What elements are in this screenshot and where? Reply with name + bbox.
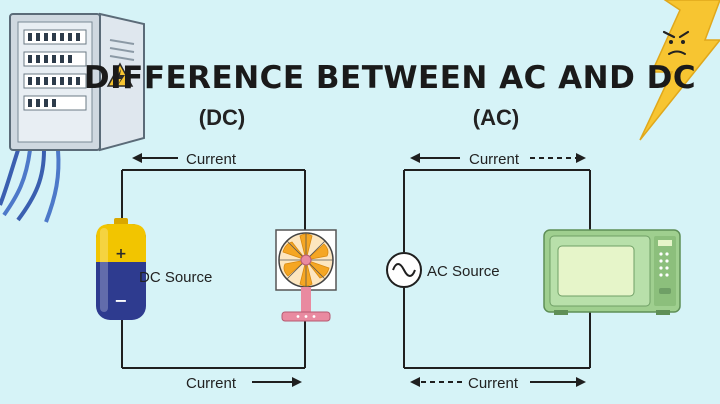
high-voltage-warning-icon — [106, 62, 134, 87]
dc-circuit — [121, 169, 306, 369]
battery-plus-sign: + — [115, 246, 127, 262]
ac-current-bottom-label: Current — [468, 375, 519, 392]
battery-minus-sign: − — [114, 291, 127, 310]
electric-fan-icon — [275, 229, 337, 322]
dc-source-label: DC Source — [139, 269, 212, 286]
dc-current-bottom-label: Current — [186, 375, 237, 392]
dc-current-top-label: Current — [186, 151, 237, 168]
microwave-icon — [543, 229, 681, 315]
ac-source-icon — [386, 252, 422, 288]
page-title: DIFFERENCE BETWEEN AC AND DC — [84, 60, 696, 96]
ac-heading: (AC) — [473, 105, 519, 130]
ac-circuit — [403, 169, 591, 369]
ac-source-label: AC Source — [427, 263, 500, 280]
lightning-bolt-icon — [639, 0, 720, 141]
ac-current-top-label: Current — [469, 151, 520, 168]
dc-heading: (DC) — [199, 105, 245, 130]
electrical-panel-icon — [0, 12, 145, 223]
battery-icon: + − — [96, 218, 146, 320]
